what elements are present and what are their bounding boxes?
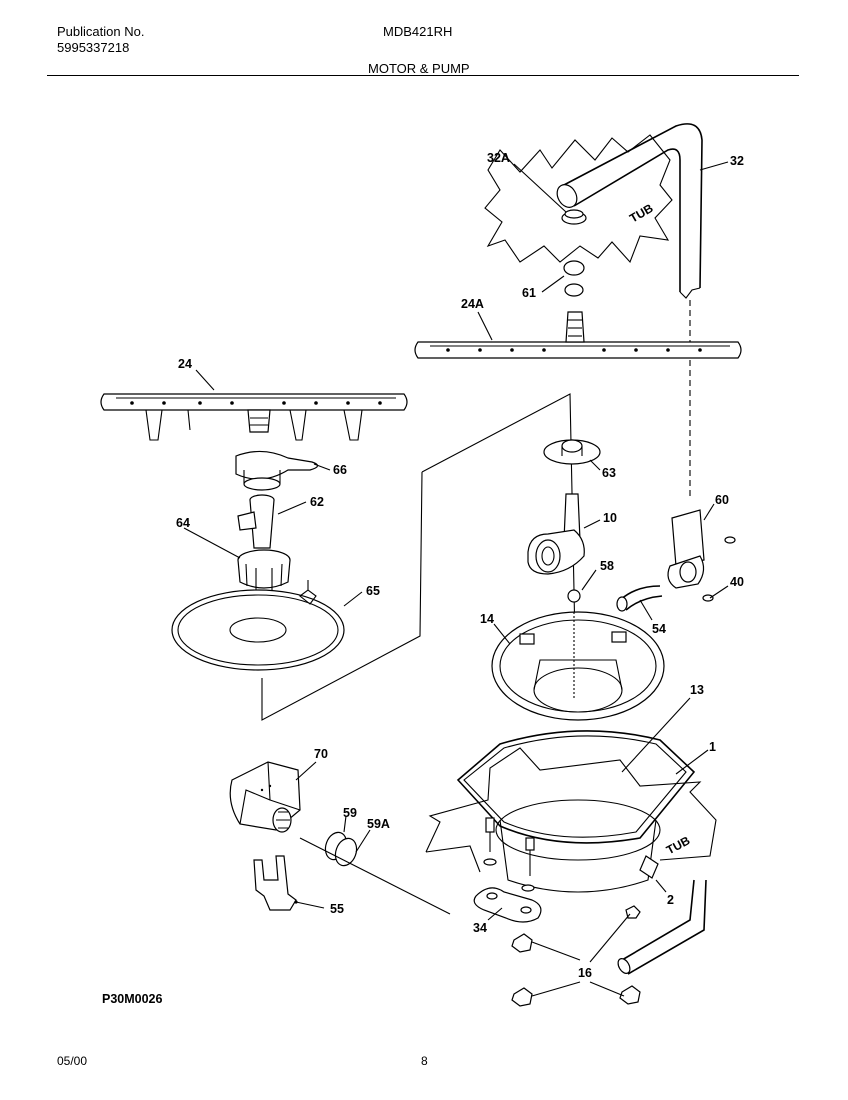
label-13: 13 — [690, 683, 704, 697]
model-number: MDB421RH — [383, 24, 453, 39]
part-66-bearing-ring — [235, 450, 319, 491]
label-40: 40 — [730, 575, 744, 589]
part-24a-upper-spray-arm — [414, 311, 742, 359]
label-60: 60 — [715, 493, 729, 507]
label-2: 2 — [667, 893, 674, 907]
label-10: 10 — [603, 511, 617, 525]
label-55: 55 — [330, 902, 344, 916]
label-70: 70 — [314, 747, 328, 761]
label-62: 62 — [310, 495, 324, 509]
label-24a: 24A — [461, 297, 484, 311]
label-24: 24 — [178, 357, 192, 371]
drawing-code: P30M0026 — [102, 992, 163, 1006]
part-24-lower-spray-arm — [100, 393, 408, 441]
part-13-gasket — [456, 730, 696, 844]
assembly-outline-2 — [261, 471, 423, 721]
tub-label-lower: TUB — [664, 833, 693, 857]
part-62-tube — [237, 494, 275, 549]
footer-date: 05/00 — [57, 1054, 88, 1068]
label-66: 66 — [333, 463, 347, 477]
label-32: 32 — [730, 154, 744, 168]
part-10-pump-housing — [527, 493, 585, 575]
label-14: 14 — [480, 612, 494, 626]
part-58-ball — [567, 589, 581, 603]
part-32a-nut — [561, 209, 587, 225]
label-34: 34 — [473, 921, 487, 935]
label-64: 64 — [176, 516, 190, 530]
label-16: 16 — [578, 966, 592, 980]
tub-label-upper: TUB — [627, 201, 656, 226]
label-65: 65 — [366, 584, 380, 598]
part-14-sump — [491, 611, 665, 721]
part-54-hose — [616, 585, 663, 612]
label-61: 61 — [522, 286, 536, 300]
part-70-motor — [229, 761, 301, 833]
part-61-cap — [563, 260, 585, 297]
publication-number: 5995337218 — [57, 40, 130, 55]
part-63-disc — [543, 439, 601, 465]
leader-lines — [183, 161, 729, 997]
label-32a: 32A — [487, 151, 510, 165]
tub-fasteners — [483, 817, 659, 892]
part-55-motor-mount — [253, 855, 298, 911]
label-63: 63 — [602, 466, 616, 480]
label-59a: 59A — [367, 817, 390, 831]
drain-hose — [617, 879, 707, 975]
part-labels: 32A 32 61 24A 24 66 63 62 10 60 64 58 40… — [176, 151, 744, 980]
page-number: 8 — [421, 1054, 428, 1068]
label-59: 59 — [343, 806, 357, 820]
part-60-inlet-valve — [667, 509, 736, 602]
assembly-outline — [421, 393, 576, 641]
part-34-bracket — [473, 887, 542, 923]
upper-tub-section: TUB — [484, 134, 673, 264]
publication-label: Publication No. — [57, 24, 145, 39]
section-title: MOTOR & PUMP — [368, 61, 470, 76]
label-54: 54 — [652, 622, 666, 636]
part-65-filter-screen — [171, 580, 345, 671]
header-rule — [47, 75, 799, 76]
label-1: 1 — [709, 740, 716, 754]
label-58: 58 — [600, 559, 614, 573]
part-59-o-rings — [324, 831, 358, 867]
supply-tube-32 — [556, 123, 703, 500]
